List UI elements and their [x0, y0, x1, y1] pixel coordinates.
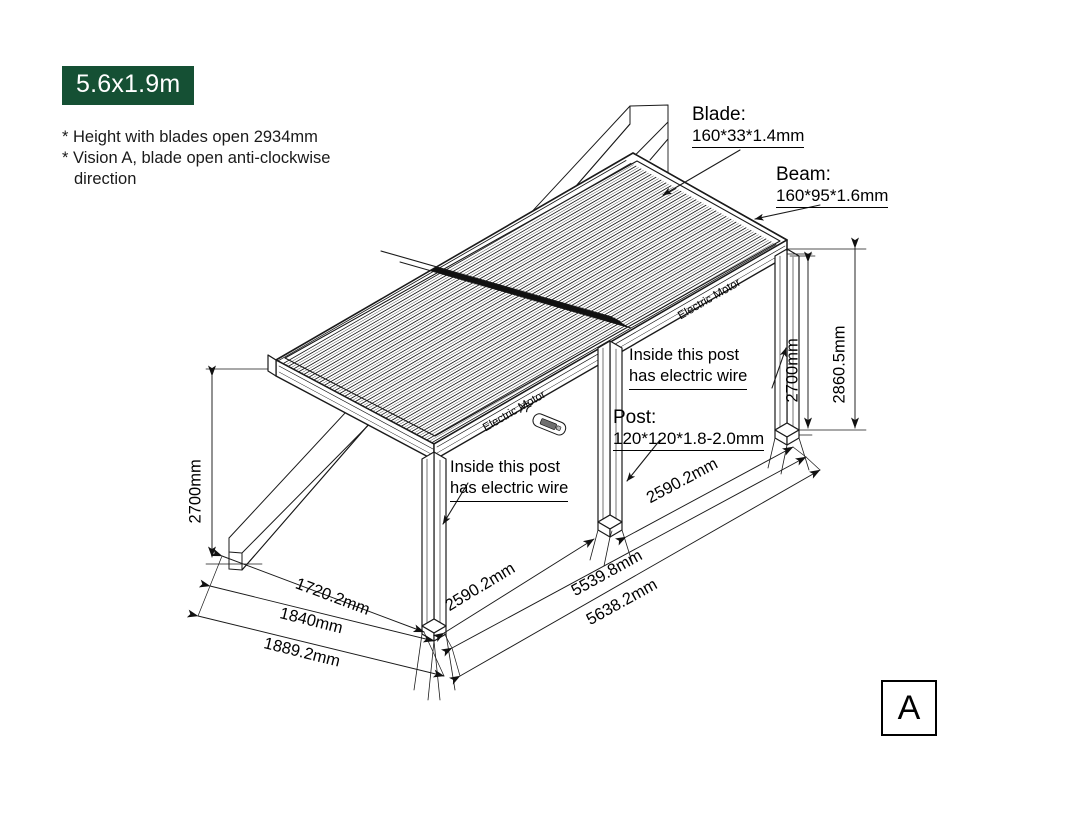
dim-lines-width	[432, 446, 821, 685]
roof-blades	[276, 157, 777, 444]
callout-blade: Blade: 160*33*1.4mm	[692, 104, 805, 148]
view-letter: A	[897, 689, 921, 727]
post-left-front	[421, 451, 447, 642]
leader-lines	[442, 149, 821, 525]
note-height-open: * Height with blades open 2934mm	[62, 128, 318, 146]
callout-post-title: Post:	[613, 407, 657, 428]
callout-blade-title: Blade:	[692, 104, 746, 125]
wire-note-left-line1: Inside this post	[450, 458, 561, 476]
wire-note-left-post: Inside this post has electric wire	[450, 457, 569, 502]
post-right-front	[774, 248, 800, 446]
view-letter-badge: A	[881, 680, 937, 736]
wire-note-right-post: Inside this post has electric wire	[629, 345, 748, 390]
remote-signal-icon	[520, 402, 532, 413]
note-vision-direction: * Vision A, blade open anti-clockwise	[62, 149, 331, 167]
wire-note-right-line2: has electric wire	[629, 366, 748, 390]
wire-note-left-line2: has electric wire	[450, 478, 569, 502]
note-vision-direction-cont: direction	[74, 170, 137, 188]
callout-beam-spec: 160*95*1.6mm	[776, 185, 889, 208]
dim-label-height-right-inner: 2700mm	[783, 338, 802, 403]
wire-note-right-line1: Inside this post	[629, 346, 740, 364]
notes-block: * Height with blades open 2934mm * Visio…	[62, 127, 330, 190]
remote-control-icon	[532, 413, 567, 436]
callout-beam: Beam: 160*95*1.6mm	[776, 164, 889, 208]
callout-post-spec: 120*120*1.8-2.0mm	[613, 428, 765, 451]
dim-label-height-right-outer: 2860.5mm	[830, 325, 849, 404]
dim-label-height-left: 2700mm	[186, 459, 205, 524]
callout-post: Post: 120*120*1.8-2.0mm	[613, 407, 765, 451]
callout-blade-spec: 160*33*1.4mm	[692, 125, 805, 148]
callout-beam-title: Beam:	[776, 164, 831, 185]
size-badge: 5.6x1.9m	[62, 66, 195, 105]
dim-lines-depth	[186, 548, 445, 678]
